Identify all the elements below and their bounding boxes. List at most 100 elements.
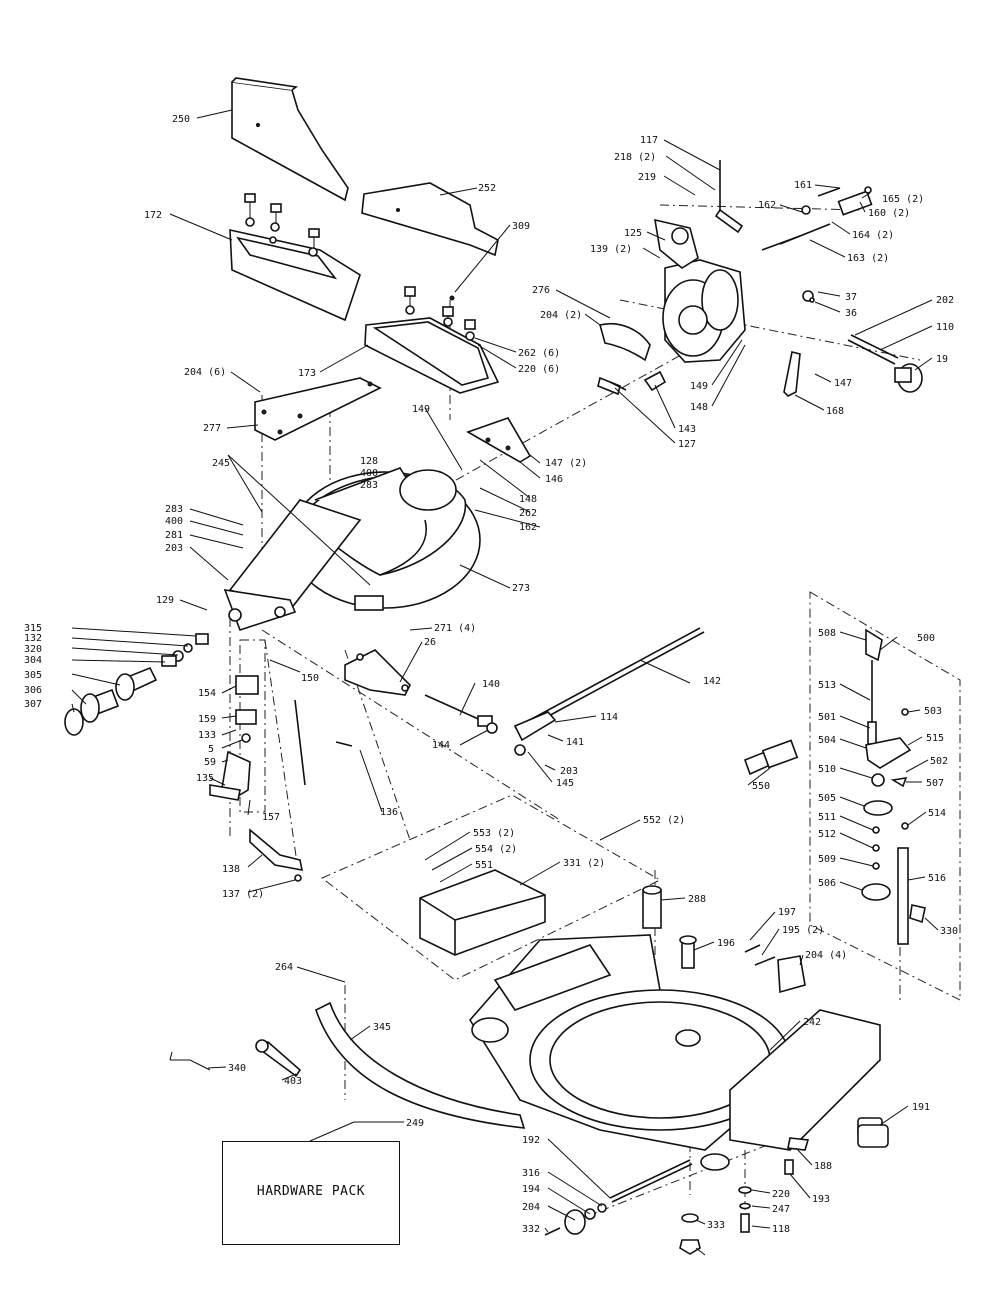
part-label: 245 bbox=[212, 458, 230, 469]
pivot-288 bbox=[679, 935, 697, 969]
part-label: 514 bbox=[928, 808, 946, 819]
part-label: 26 bbox=[424, 637, 436, 648]
hardware-pack-box: HARDWARE PACK bbox=[222, 1141, 400, 1245]
part-label: 505 bbox=[818, 793, 836, 804]
part-label: 145 bbox=[556, 778, 574, 789]
assembly-box-550 bbox=[321, 794, 662, 981]
part-label: 247 bbox=[772, 1204, 790, 1215]
part-label: 129 bbox=[156, 595, 174, 606]
part-label: 281 bbox=[165, 530, 183, 541]
miter-scale-264 bbox=[315, 1001, 526, 1129]
part-label: 403 bbox=[284, 1076, 302, 1087]
part-label: 271 (4) bbox=[434, 623, 476, 634]
part-label: 204 (4) bbox=[805, 950, 847, 961]
assembly-box-500 bbox=[809, 591, 961, 1001]
part-label: 218 (2) bbox=[614, 152, 656, 163]
part-label: 515 bbox=[926, 733, 944, 744]
part-label: 510 bbox=[818, 764, 836, 775]
part-label: 195 (2) bbox=[782, 925, 824, 936]
part-label: 220 bbox=[772, 1189, 790, 1200]
part-label: 307 bbox=[24, 699, 42, 710]
bracket-154 bbox=[209, 675, 306, 882]
part-label: 332 bbox=[522, 1224, 540, 1235]
part-label: 309 bbox=[512, 221, 530, 232]
part-label: 163 (2) bbox=[847, 253, 889, 264]
part-label: 340 bbox=[228, 1063, 246, 1074]
part-label: 147 bbox=[834, 378, 852, 389]
part-label: 149 bbox=[412, 404, 430, 415]
part-label: 204 bbox=[522, 1202, 540, 1213]
part-label: 250 bbox=[172, 114, 190, 125]
miter-base bbox=[469, 934, 883, 1171]
motor-arm-housing bbox=[599, 160, 746, 363]
hardware-pack-label: HARDWARE PACK bbox=[256, 1184, 366, 1199]
part-label: 162 bbox=[758, 200, 776, 211]
part-label: 316 bbox=[522, 1168, 540, 1179]
part-label: 249 bbox=[406, 1118, 424, 1129]
part-label: 193 bbox=[812, 1194, 830, 1205]
turntable-273 bbox=[223, 467, 481, 631]
part-label: 173 bbox=[298, 368, 316, 379]
shaft-140 bbox=[424, 694, 557, 756]
part-label: 264 bbox=[275, 962, 293, 973]
part-label: 142 bbox=[703, 676, 721, 687]
part-label: 273 bbox=[512, 583, 530, 594]
part-label: 304 bbox=[24, 655, 42, 666]
fence-250 bbox=[231, 77, 349, 202]
part-label: 512 bbox=[818, 829, 836, 840]
lock-plate-146 bbox=[466, 417, 532, 463]
part-label: 135 bbox=[196, 773, 214, 784]
part-label: 136 bbox=[380, 807, 398, 818]
part-label: 262 bbox=[519, 508, 537, 519]
part-label: 117 bbox=[640, 135, 658, 146]
clip-191 bbox=[784, 1137, 810, 1175]
part-label: 305 bbox=[24, 670, 42, 681]
assembly-box-154 bbox=[239, 639, 266, 813]
part-label: 283 bbox=[165, 504, 183, 515]
hex-key-345 bbox=[169, 1051, 211, 1071]
part-label: 160 (2) bbox=[868, 208, 910, 219]
part-label: 503 bbox=[924, 706, 942, 717]
handle-shaft-parts bbox=[761, 186, 873, 303]
part-label: 159 bbox=[198, 714, 216, 725]
part-label: 143 bbox=[678, 424, 696, 435]
part-label: 262 (6) bbox=[518, 348, 560, 359]
part-label: 400 bbox=[165, 516, 183, 527]
part-label: 504 bbox=[818, 735, 836, 746]
fence-base-172 bbox=[229, 193, 361, 322]
part-label: 128 bbox=[360, 456, 378, 467]
part-label: 138 bbox=[222, 864, 240, 875]
part-label: 162 bbox=[519, 522, 537, 533]
part-label: 146 bbox=[545, 474, 563, 485]
part-label: 306 bbox=[24, 685, 42, 696]
foot-242 bbox=[857, 1124, 889, 1148]
part-label: 5 bbox=[208, 744, 214, 755]
part-label: 203 bbox=[165, 543, 183, 554]
part-label: 149 bbox=[690, 381, 708, 392]
part-label: 252 bbox=[478, 183, 496, 194]
wrench-340 bbox=[255, 1039, 302, 1078]
part-label: 197 bbox=[778, 907, 796, 918]
part-label: 161 bbox=[794, 180, 812, 191]
part-label: 242 bbox=[803, 1017, 821, 1028]
part-label: 502 bbox=[930, 756, 948, 767]
part-label: 148 bbox=[519, 494, 537, 505]
part-label: 204 (2) bbox=[540, 310, 582, 321]
part-label: 511 bbox=[818, 812, 836, 823]
part-label: 550 bbox=[752, 781, 770, 792]
part-label: 133 bbox=[198, 730, 216, 741]
part-label: 277 bbox=[203, 423, 221, 434]
rod-193 bbox=[544, 1159, 693, 1236]
part-label: 552 (2) bbox=[643, 815, 685, 826]
part-label: 276 bbox=[532, 285, 550, 296]
part-label: 37 bbox=[845, 292, 857, 303]
part-label: 283 bbox=[360, 480, 378, 491]
part-label: 19 bbox=[936, 354, 948, 365]
part-label: 140 bbox=[482, 679, 500, 690]
part-label: 554 (2) bbox=[475, 844, 517, 855]
part-label: 157 bbox=[262, 812, 280, 823]
storage-bin-551 bbox=[419, 869, 546, 956]
detent-195 bbox=[744, 944, 806, 994]
part-label: 127 bbox=[678, 439, 696, 450]
